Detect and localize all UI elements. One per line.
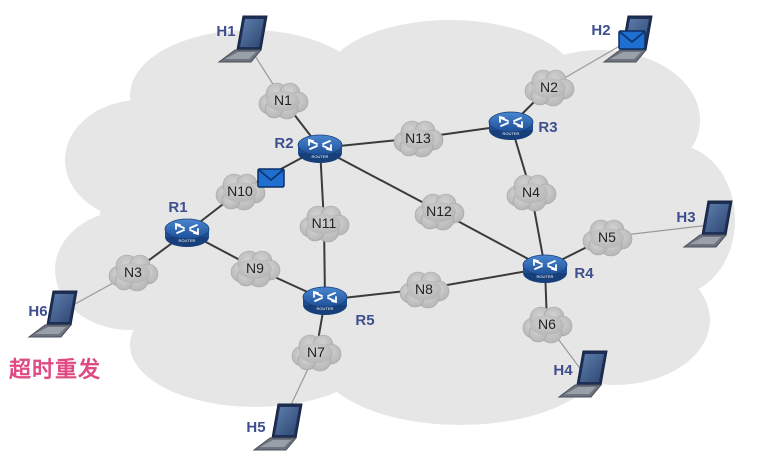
cloud-icon (414, 193, 465, 231)
router-label-r3: R3 (538, 119, 557, 136)
network-label-n7: N7 (307, 344, 325, 360)
laptop-icon (217, 15, 268, 63)
network-n6: N6 (522, 306, 573, 344)
host-label-h3: H3 (676, 209, 695, 226)
router-icon (302, 286, 348, 315)
cloud-icon (230, 250, 281, 288)
router-icon (488, 111, 534, 140)
router-label-r5: R5 (355, 312, 374, 329)
network-n7: N7 (291, 334, 342, 372)
host-h5[interactable]: H5 (246, 403, 303, 451)
laptop-icon (27, 290, 78, 338)
host-label-h2: H2 (591, 22, 610, 39)
router-label-r1: R1 (168, 199, 187, 216)
network-n5: N5 (582, 219, 633, 257)
router-r1[interactable]: ROUTER R1 (164, 199, 210, 247)
network-label-n2: N2 (540, 79, 558, 95)
network-n4: N4 (506, 174, 557, 212)
router-icon (522, 254, 568, 283)
router-tag: ROUTER (179, 238, 196, 243)
cloud-icon (299, 205, 350, 243)
router-icon (297, 134, 343, 163)
cloud-icon (506, 174, 557, 212)
laptop-icon (682, 200, 733, 248)
network-label-n4: N4 (522, 184, 540, 200)
cloud-icon (399, 271, 450, 309)
network-label-n8: N8 (415, 281, 433, 297)
host-h4[interactable]: H4 (553, 350, 608, 398)
cloud-icon (215, 173, 266, 211)
network-n10: N10 (215, 173, 266, 211)
network-n1: N1 (258, 82, 309, 120)
router-r5[interactable]: ROUTER R5 (302, 286, 375, 329)
host-label-h1: H1 (216, 23, 235, 40)
background-cloud (55, 20, 735, 425)
router-label-r4: R4 (574, 265, 594, 282)
router-icon (164, 218, 210, 247)
laptop-icon (557, 350, 608, 398)
network-label-n12: N12 (426, 203, 452, 219)
router-tag: ROUTER (317, 306, 334, 311)
link-r2-n12 (319, 147, 440, 212)
network-label-n1: N1 (274, 92, 292, 108)
host-h6[interactable]: H6 (27, 290, 78, 338)
cloud-icon (393, 120, 444, 158)
cloud-icon (582, 219, 633, 257)
cloud-icon (522, 306, 573, 344)
host-h3[interactable]: H3 (676, 200, 733, 248)
network-n12: N12 (414, 193, 465, 231)
cloud-icon (258, 82, 309, 120)
cloud-icon (291, 334, 342, 372)
network-label-n13: N13 (405, 130, 431, 146)
network-label-n3: N3 (124, 264, 142, 280)
network-n11: N11 (299, 205, 350, 243)
network-label-n9: N9 (246, 260, 264, 276)
cloud-icon (108, 254, 159, 292)
network-label-n6: N6 (538, 316, 556, 332)
network-n8: N8 (399, 271, 450, 309)
network-n2: N2 (524, 69, 575, 107)
router-tag: ROUTER (312, 154, 329, 159)
host-label-h4: H4 (553, 362, 573, 379)
router-tag: ROUTER (537, 274, 554, 279)
timeout-retransmit-caption: 超时重发 (9, 358, 102, 383)
envelope-icon (257, 168, 285, 188)
network-n3: N3 (108, 254, 159, 292)
cloud-icon (524, 69, 575, 107)
envelope-icon (618, 30, 646, 50)
network-label-n10: N10 (227, 183, 253, 199)
host-label-h6: H6 (28, 303, 47, 320)
network-n9: N9 (230, 250, 281, 288)
router-r3[interactable]: ROUTER R3 (488, 111, 558, 140)
network-label-n11: N11 (312, 215, 337, 231)
laptop-icon (252, 403, 303, 451)
network-n13: N13 (393, 120, 444, 158)
router-tag: ROUTER (503, 131, 520, 136)
host-label-h5: H5 (246, 419, 265, 436)
router-r2[interactable]: ROUTER R2 (274, 134, 343, 163)
envelopes-layer (257, 30, 646, 188)
router-r4[interactable]: ROUTER R4 (522, 254, 594, 283)
network-label-n5: N5 (598, 229, 616, 245)
router-label-r2: R2 (274, 135, 293, 152)
host-h1[interactable]: H1 (216, 15, 268, 63)
